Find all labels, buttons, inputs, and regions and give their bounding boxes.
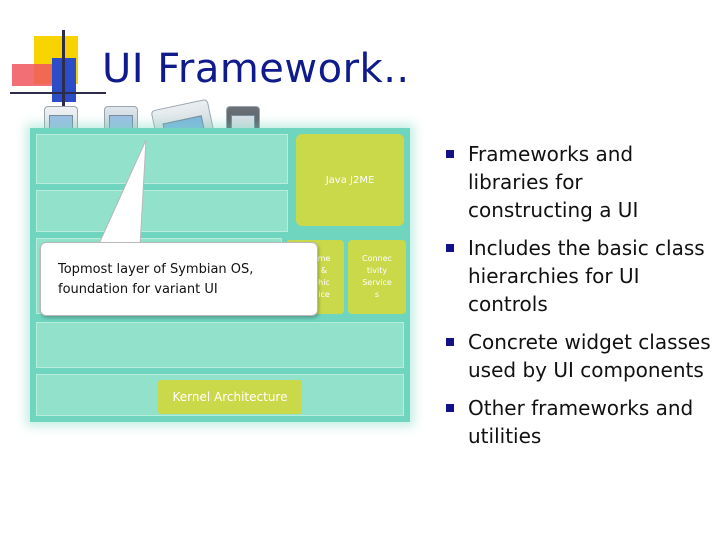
kernel-architecture-box: Kernel Architecture [158, 380, 302, 414]
bullet-text: Concrete widget classes used by UI compo… [468, 330, 711, 382]
bullet-item: Other frameworks and utilities [444, 394, 712, 450]
bullet-text: Includes the basic class hierarchies for… [468, 236, 705, 316]
bullet-marker [446, 150, 454, 158]
java-box: Java J2ME [296, 134, 404, 226]
bullet-marker [446, 244, 454, 252]
java-box-label: Java J2ME [325, 174, 375, 186]
callout-text: Topmost layer of Symbian OS, foundation … [58, 262, 254, 297]
callout-bubble [40, 242, 318, 316]
multimedia-service-label: me & hic ice [317, 254, 331, 299]
bullet-text: Frameworks and libraries for constructin… [468, 142, 639, 222]
diagram-layer [36, 322, 404, 368]
diagram-layer [36, 190, 288, 232]
diagram-layer [36, 134, 288, 184]
bullet-text: Other frameworks and utilities [468, 396, 694, 448]
connectivity-service-label: Connec tivity Service s [362, 254, 392, 299]
connectivity-service-box: Connec tivity Service s [348, 240, 406, 314]
bullet-item: Frameworks and libraries for constructin… [444, 140, 712, 224]
bullet-marker [446, 338, 454, 346]
title-decoration-line-vertical [62, 30, 65, 110]
slide-title: UI Framework.. [102, 46, 410, 92]
bullet-item: Includes the basic class hierarchies for… [444, 234, 712, 318]
bullet-list: Frameworks and libraries for constructin… [444, 140, 712, 450]
bullet-marker [446, 404, 454, 412]
bullet-item: Concrete widget classes used by UI compo… [444, 328, 712, 384]
title-decoration-line-horizontal [10, 92, 106, 94]
kernel-architecture-label: Kernel Architecture [172, 390, 288, 404]
